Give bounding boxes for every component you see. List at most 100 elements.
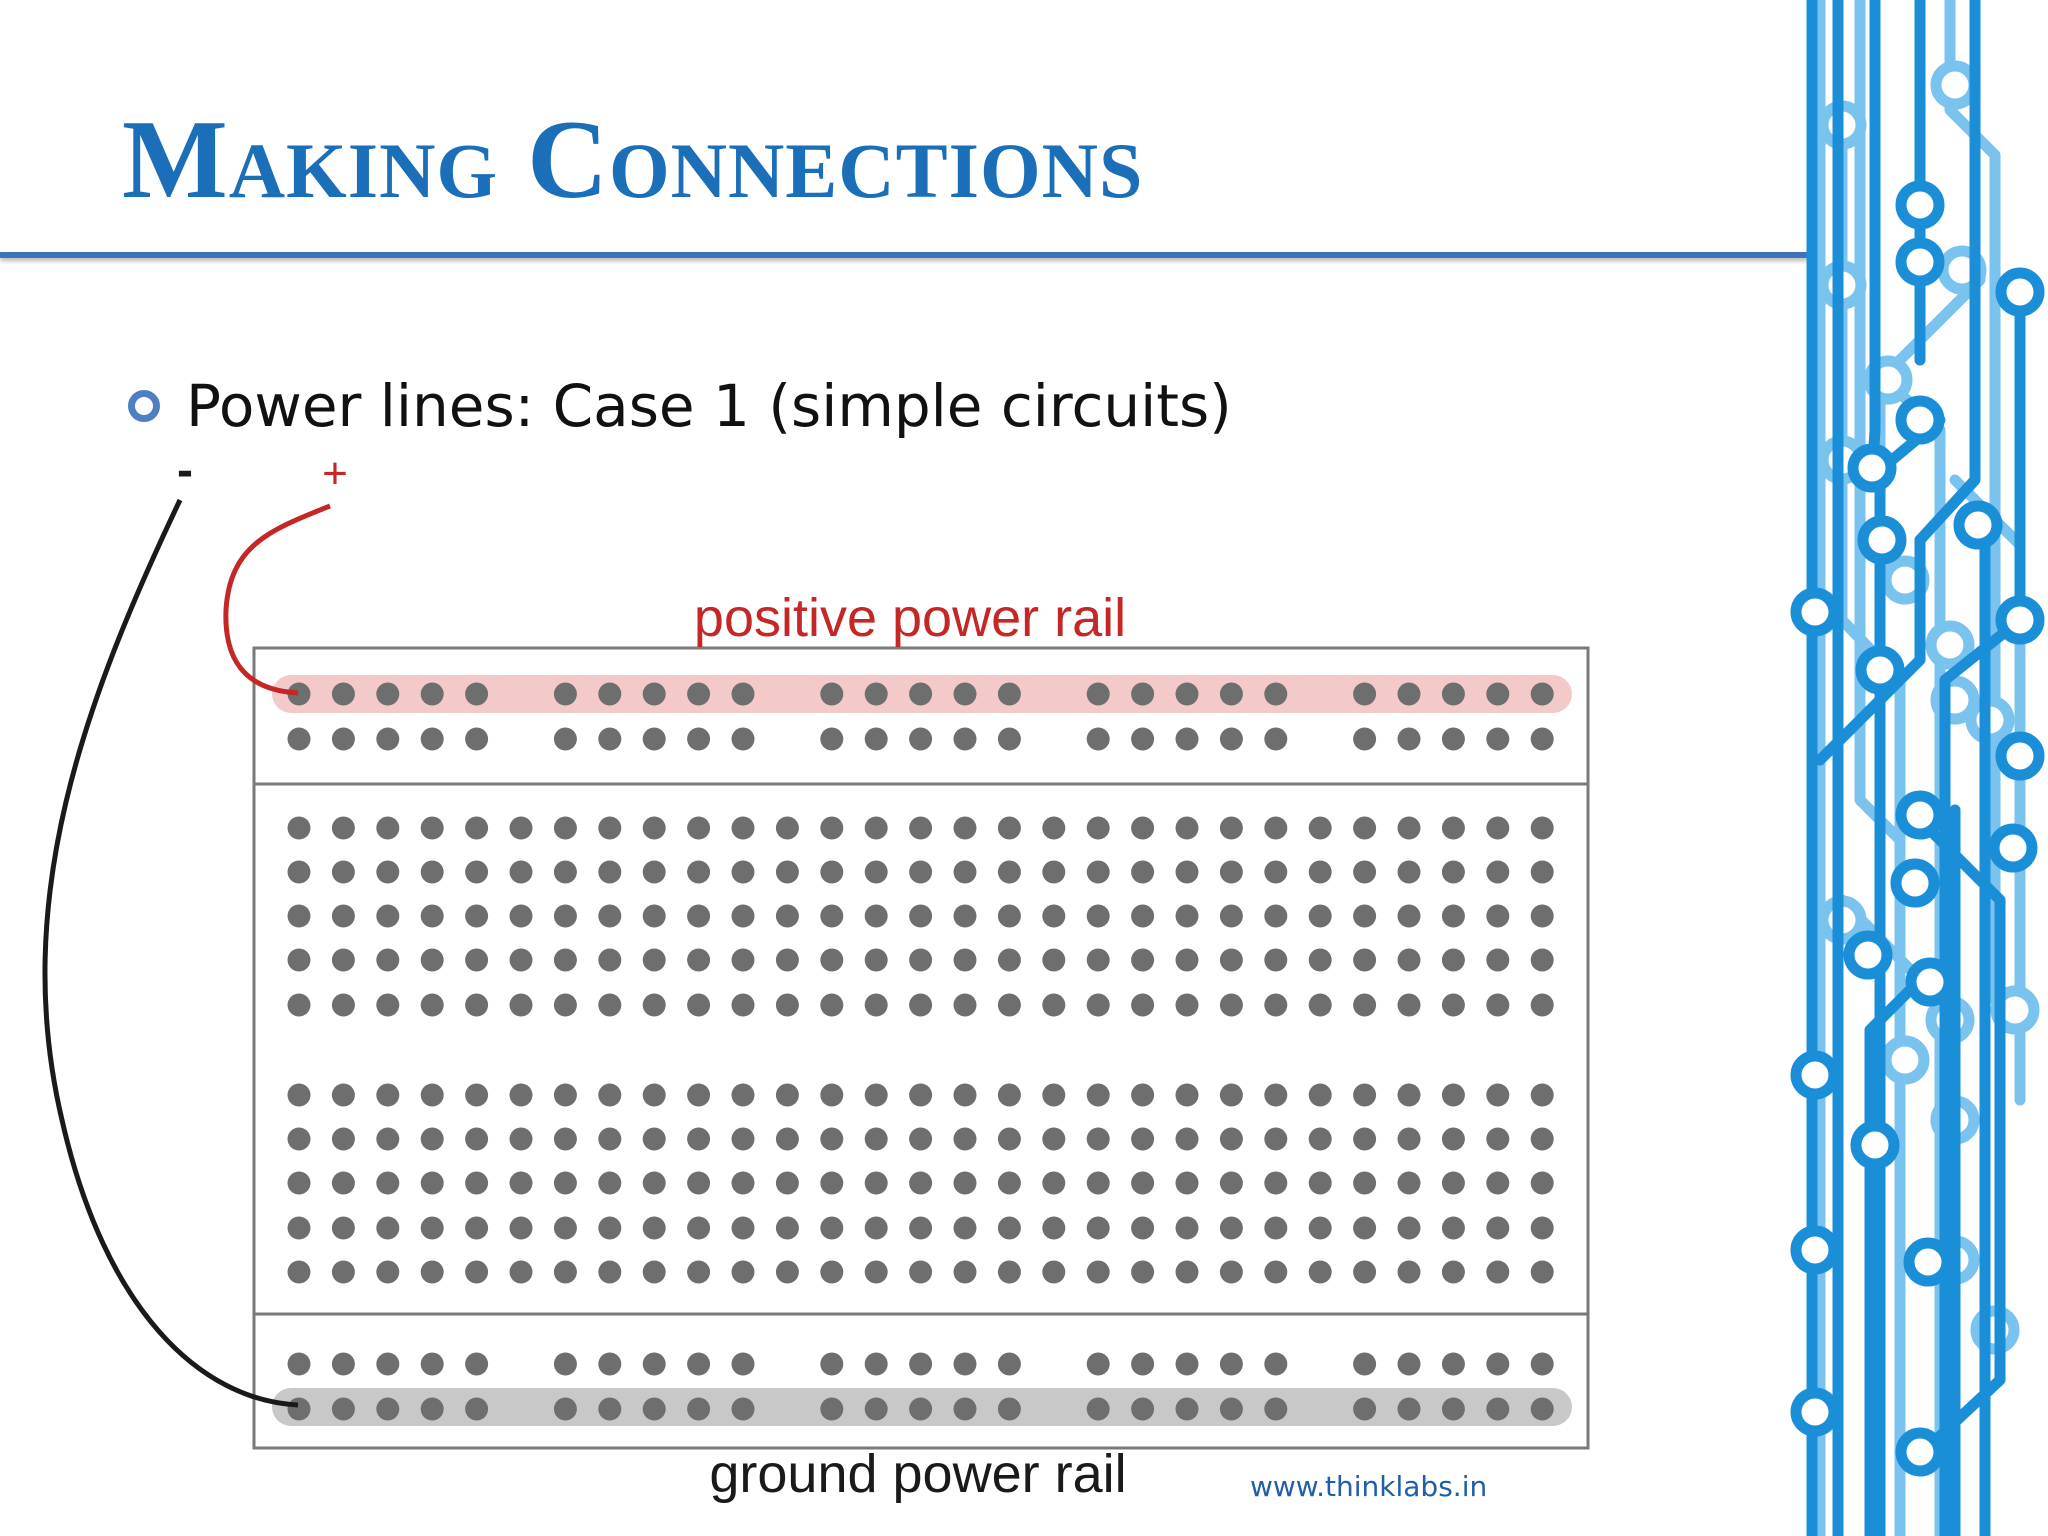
terminal-hole (1219, 860, 1243, 884)
terminal-hole (909, 816, 933, 840)
positive-rail-hole (376, 682, 400, 706)
terminal-hole (1086, 1083, 1110, 1107)
terminal-hole (864, 1216, 888, 1240)
rail-hole (731, 727, 755, 751)
terminal-hole (1264, 1127, 1288, 1151)
terminal-hole (1530, 904, 1554, 928)
terminal-hole (997, 1260, 1021, 1284)
ground-rail-hole (997, 1397, 1021, 1421)
terminal-hole (1486, 1216, 1510, 1240)
terminal-hole (1530, 993, 1554, 1017)
rail-hole (1086, 727, 1110, 751)
terminal-hole (1042, 816, 1066, 840)
terminal-hole (1042, 1216, 1066, 1240)
positive-rail-hole (1175, 682, 1199, 706)
terminal-hole (1042, 948, 1066, 972)
terminal-hole (1397, 948, 1421, 972)
terminal-hole (1353, 1216, 1377, 1240)
ground-rail-hole (598, 1397, 622, 1421)
terminal-hole (1308, 860, 1332, 884)
positive-rail-label: positive power rail (694, 588, 1126, 648)
rail-hole (820, 727, 844, 751)
ground-rail-label: ground power rail (709, 1444, 1126, 1504)
circuit-node (1903, 1237, 1953, 1287)
terminal-hole (820, 993, 844, 1017)
terminal-hole (1131, 1216, 1155, 1240)
terminal-hole (1264, 1083, 1288, 1107)
terminal-hole (1131, 993, 1155, 1017)
rail-hole (420, 727, 444, 751)
terminal-hole (687, 816, 711, 840)
terminal-hole (420, 948, 444, 972)
terminal-hole (465, 816, 489, 840)
terminal-hole (642, 1216, 666, 1240)
terminal-hole (1086, 816, 1110, 840)
positive-rail-hole (953, 682, 977, 706)
rail-hole (642, 727, 666, 751)
rail-hole (1175, 727, 1199, 751)
terminal-hole (775, 948, 799, 972)
breadboard-holes (287, 682, 1554, 1421)
terminal-hole (820, 1260, 844, 1284)
circuit-node (1857, 515, 1907, 565)
terminal-hole (1486, 948, 1510, 972)
terminal-hole (553, 1127, 577, 1151)
rail-hole (864, 727, 888, 751)
negative-symbol: - (177, 444, 193, 497)
terminal-hole (820, 1216, 844, 1240)
terminal-hole (1308, 1083, 1332, 1107)
circuit-node (1843, 930, 1893, 980)
terminal-hole (1086, 948, 1110, 972)
terminal-hole (997, 1127, 1021, 1151)
circuit-trace (1814, 534, 1926, 766)
terminal-hole (775, 1127, 799, 1151)
terminal-hole (1264, 904, 1288, 928)
terminal-hole (820, 860, 844, 884)
terminal-hole (909, 993, 933, 1017)
terminal-hole (1175, 993, 1199, 1017)
positive-rail-hole (1530, 682, 1554, 706)
circuit-node (1790, 1387, 1840, 1437)
terminal-hole (376, 1260, 400, 1284)
ground-rail-hole (1530, 1397, 1554, 1421)
rail-hole (1219, 727, 1243, 751)
terminal-hole (1042, 904, 1066, 928)
negative-wire (42, 498, 299, 1408)
terminal-hole (331, 860, 355, 884)
terminal-hole (1441, 1171, 1465, 1195)
terminal-hole (331, 1083, 355, 1107)
terminal-hole (820, 948, 844, 972)
terminal-hole (465, 993, 489, 1017)
positive-rail-hole (287, 682, 311, 706)
terminal-hole (997, 860, 1021, 884)
circuit-node (1847, 443, 1897, 493)
terminal-hole (1486, 993, 1510, 1017)
terminal-hole (864, 860, 888, 884)
terminal-hole (909, 948, 933, 972)
terminal-hole (953, 860, 977, 884)
ground-rail-hole (953, 1397, 977, 1421)
terminal-hole (1131, 948, 1155, 972)
positive-rail-hole (331, 682, 355, 706)
terminal-hole (509, 993, 533, 1017)
terminal-hole (1353, 1260, 1377, 1284)
terminal-hole (1219, 816, 1243, 840)
terminal-hole (509, 904, 533, 928)
rail-hole (909, 727, 933, 751)
terminal-hole (731, 816, 755, 840)
ground-rail-hole (1441, 1397, 1465, 1421)
circuit-node (1995, 595, 2045, 645)
terminal-hole (1353, 1171, 1377, 1195)
terminal-hole (1308, 1127, 1332, 1151)
terminal-hole (1486, 1083, 1510, 1107)
rail-hole (642, 1352, 666, 1376)
positive-rail-hole (1397, 682, 1421, 706)
ground-rail-hole (376, 1397, 400, 1421)
terminal-hole (909, 860, 933, 884)
rail-hole (1264, 727, 1288, 751)
terminal-hole (553, 904, 577, 928)
terminal-hole (1353, 1083, 1377, 1107)
rail-hole (331, 727, 355, 751)
terminal-hole (598, 1171, 622, 1195)
terminal-hole (1219, 1216, 1243, 1240)
